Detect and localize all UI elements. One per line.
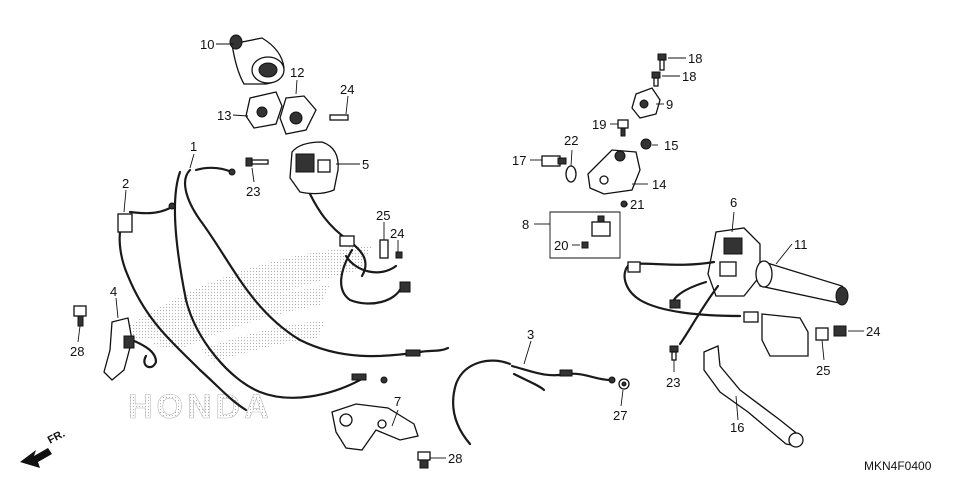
callout-26: 24: [340, 82, 354, 97]
callout-23-left: 23: [246, 184, 260, 199]
right-handlebar-switch: [707, 227, 761, 297]
front-label: FR.: [46, 428, 67, 447]
callout-5: 5: [362, 157, 369, 172]
clip-24-right: [833, 325, 847, 337]
callout-16: 16: [730, 420, 744, 435]
callout-25-left: 25: [376, 208, 390, 223]
callout-6: 6: [730, 195, 737, 210]
callout-3: 3: [527, 327, 534, 342]
right-grip-throttle: [755, 260, 849, 306]
figure-code: MKN4F0400: [864, 459, 932, 473]
leader-lines: [77, 43, 864, 459]
clutch-switch-wire: [117, 202, 248, 412]
callout-27: 27: [613, 408, 627, 423]
callout-23-right: 23: [666, 375, 680, 390]
callout-28-left: 28: [70, 344, 84, 359]
callout-24-left: 24: [390, 226, 404, 241]
holder-9: [631, 87, 661, 119]
switch-group-8: [549, 211, 621, 259]
callout-22: 22: [564, 133, 578, 148]
nut-27: [618, 378, 630, 390]
callout-17: 17: [512, 153, 526, 168]
callout-numbers: 10 12 13 24 1 5 23 2 25 24 4 28 3 7 28 2…: [70, 37, 880, 466]
bolt-15: [640, 138, 652, 150]
callout-9: 9: [666, 97, 673, 112]
callout-2: 2: [122, 176, 129, 191]
callout-11: 11: [794, 237, 808, 252]
callout-14: 14: [652, 177, 666, 192]
callout-4: 4: [110, 284, 117, 299]
bolt-17: [541, 155, 567, 167]
front-direction-indicator: FR.: [20, 428, 67, 468]
callout-12: 12: [290, 65, 304, 80]
callout-7: 7: [394, 394, 401, 409]
screw-23-left: [245, 157, 269, 167]
switch-housing-halves: [245, 91, 349, 135]
callout-15: 15: [664, 138, 678, 153]
cable-bracket: [331, 403, 419, 451]
callout-10: 10: [200, 37, 214, 52]
honda-wing-watermark: HONDA: [110, 246, 372, 426]
bolt-28-bottom: [417, 451, 431, 469]
throttle-cable: [173, 166, 450, 399]
callout-18-a: 18: [688, 51, 702, 66]
brake-lever: [703, 345, 804, 448]
clutch-bracket: [103, 317, 158, 381]
callout-20: 20: [554, 238, 568, 253]
screw-23-right: [669, 345, 679, 361]
watermark-text: HONDA: [128, 388, 273, 426]
right-switch-harness: [623, 260, 809, 357]
clip-25-right: [815, 327, 829, 341]
left-grip: [229, 34, 285, 85]
washer-22: [565, 165, 577, 183]
callout-1: 1: [190, 139, 197, 154]
screws-18: [651, 53, 667, 87]
callout-13: 13: [217, 108, 231, 123]
callout-24-right: 24: [866, 324, 880, 339]
bolt-28-left: [73, 305, 87, 327]
callout-8: 8: [522, 217, 529, 232]
callout-21: 21: [630, 197, 644, 212]
callout-28-bottom: 28: [448, 451, 462, 466]
callout-18-b: 18: [682, 69, 696, 84]
left-handlebar-switch: [289, 141, 411, 305]
clutch-cable: [452, 359, 616, 446]
lever-bracket-14: [587, 149, 641, 195]
callout-25-right: 25: [816, 363, 830, 378]
bolt-19: [617, 119, 629, 137]
callout-19: 19: [592, 117, 606, 132]
